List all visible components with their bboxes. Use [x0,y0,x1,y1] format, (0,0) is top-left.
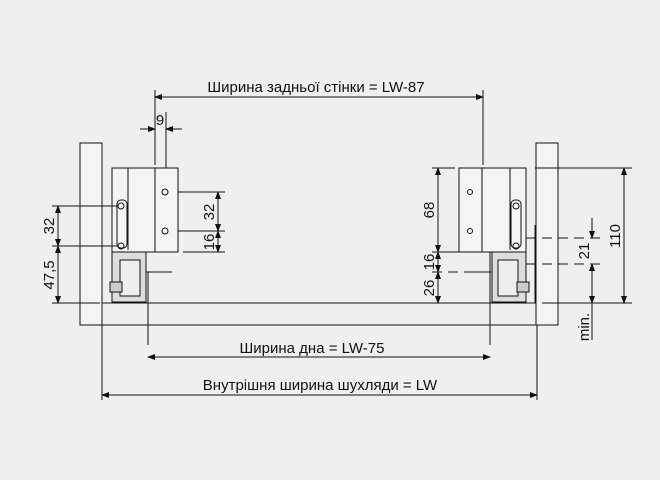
back-wall-width-label: Ширина задньої стінки = LW-87 [207,79,424,96]
left-runner [101,167,179,345]
dim-right-16: 16 [421,254,438,271]
right-runner [458,167,536,345]
right-side-panel [535,142,559,326]
left-side-panel [79,142,103,326]
dim-plate-16: 16 [201,234,218,251]
dim-min: min. [576,313,593,341]
dim-9: 9 [156,112,164,129]
dim-right-110: 110 [607,224,624,248]
inner-width-label: Внутрішня ширина шухляди = LW [203,377,438,394]
bottom-width-label: Ширина дна = LW-75 [240,340,385,357]
dim-right-68: 68 [421,202,438,219]
dim-left-32: 32 [41,218,58,235]
dim-right-26: 26 [421,280,438,297]
dim-right-21: 21 [576,243,593,260]
dim-left-47-5: 47,5 [41,260,58,289]
dim-plate-32: 32 [201,204,218,221]
